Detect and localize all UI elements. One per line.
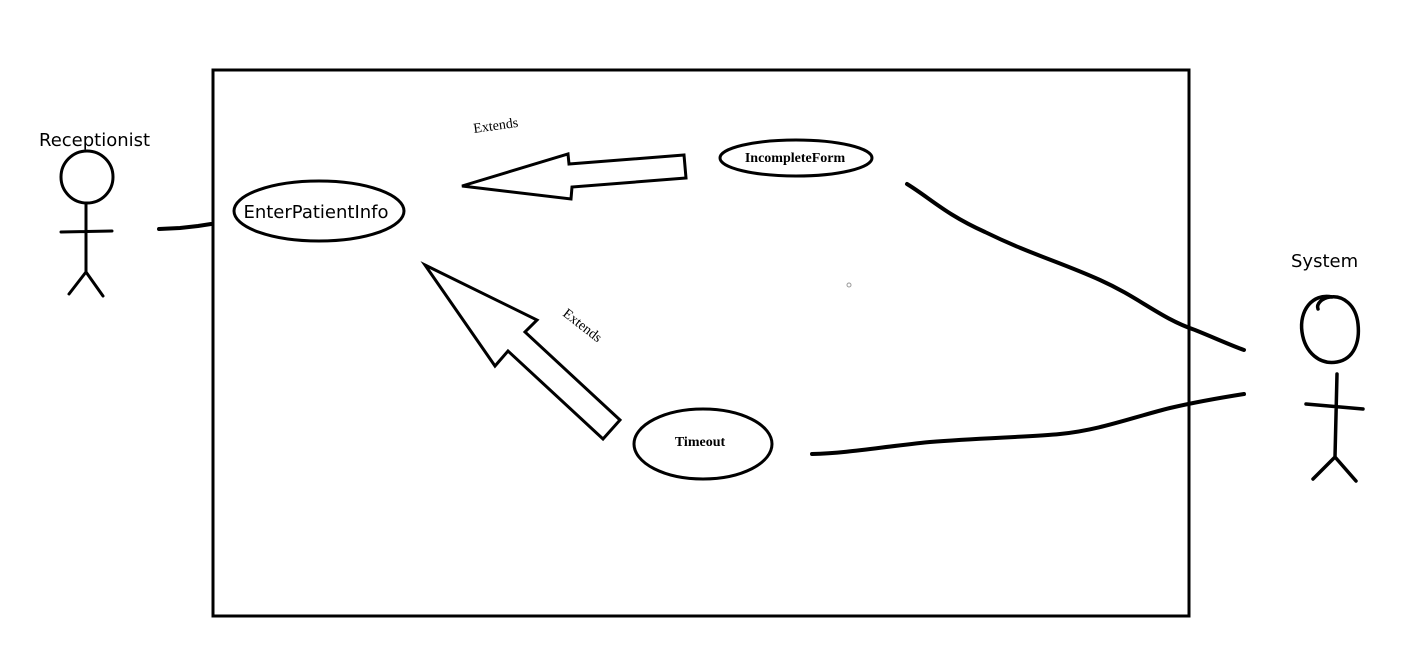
system-head — [1299, 294, 1361, 365]
use-case-incomplete-form[interactable]: IncompleteForm — [718, 138, 874, 178]
enter-patient-info-ellipse — [232, 179, 406, 243]
stray-dot — [846, 282, 852, 288]
extends-label-diagonal: Extends — [560, 306, 605, 346]
receptionist-association-line — [157, 222, 213, 231]
extends-arrow-timeout — [420, 261, 623, 442]
timeout-ellipse — [632, 407, 774, 481]
system-label: System — [1291, 251, 1358, 272]
system-boundary — [211, 68, 1191, 618]
incomplete-form-ellipse — [718, 138, 874, 178]
extends-label-top: Extends — [472, 116, 519, 137]
system-actor: System — [1291, 251, 1365, 483]
use-case-enter-patient-info[interactable]: EnterPatientInfo — [232, 179, 406, 243]
receptionist-actor: Receptionist — [39, 130, 150, 298]
receptionist-head — [59, 149, 115, 205]
system-incompleteform-association-line — [905, 182, 1246, 352]
system-timeout-association-line — [810, 392, 1246, 456]
incomplete-form-label: IncompleteForm — [745, 151, 846, 166]
receptionist-body — [59, 201, 114, 298]
system-body — [1304, 372, 1365, 483]
receptionist-label: Receptionist — [39, 130, 150, 151]
use-case-timeout[interactable]: Timeout — [632, 407, 774, 481]
timeout-label: Timeout — [675, 435, 726, 450]
extends-arrow-incompleteform — [461, 152, 688, 201]
enter-patient-info-label: EnterPatientInfo — [243, 202, 388, 223]
